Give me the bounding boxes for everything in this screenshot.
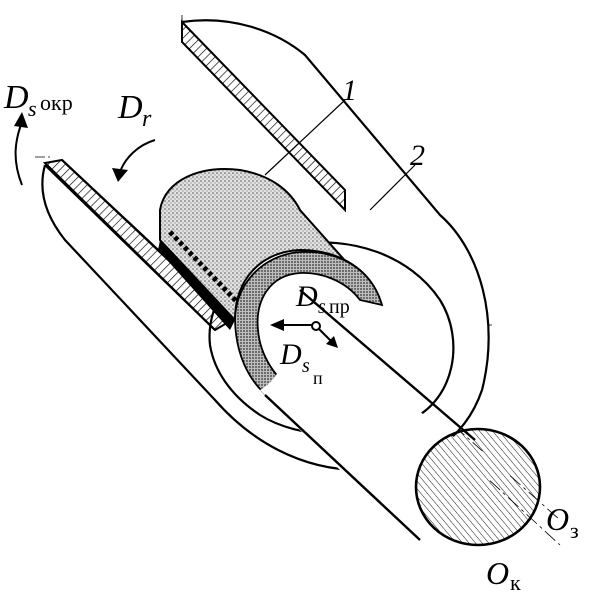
rotation-arrows — [14, 112, 156, 186]
svg-text:к: к — [510, 570, 521, 595]
svg-text:пр: пр — [329, 296, 350, 318]
svg-text:D: D — [3, 79, 29, 116]
label-d-r: D r — [117, 89, 152, 132]
svg-text:D: D — [295, 280, 318, 313]
svg-text:s: s — [302, 355, 310, 377]
label-d-s-p: D s п — [279, 338, 323, 388]
feed-arrows — [270, 319, 338, 348]
svg-text:s: s — [318, 296, 326, 318]
svg-text:O: O — [546, 501, 569, 537]
svg-text:D: D — [117, 89, 143, 126]
svg-text:п: п — [313, 368, 323, 388]
label-d-s-okr: D s окр — [3, 79, 73, 121]
svg-text:2: 2 — [410, 139, 425, 172]
upper-hatched-strip — [181, 19, 346, 213]
label-o-z: O з — [546, 501, 579, 543]
label-part-2: 2 — [410, 139, 425, 172]
svg-text:окр: окр — [40, 90, 73, 115]
svg-text:D: D — [279, 338, 302, 371]
sleeve — [158, 168, 384, 412]
svg-text:1: 1 — [342, 74, 357, 107]
workpiece-rod — [260, 289, 542, 547]
leader-lines — [264, 99, 416, 211]
label-part-1: 1 — [342, 74, 357, 107]
label-o-k: O к — [486, 555, 521, 595]
svg-text:s: s — [28, 96, 37, 121]
svg-text:O: O — [486, 555, 509, 591]
label-d-s-pr: D s пр — [295, 280, 350, 318]
svg-text:з: з — [570, 518, 579, 543]
svg-text:r: r — [142, 106, 152, 132]
